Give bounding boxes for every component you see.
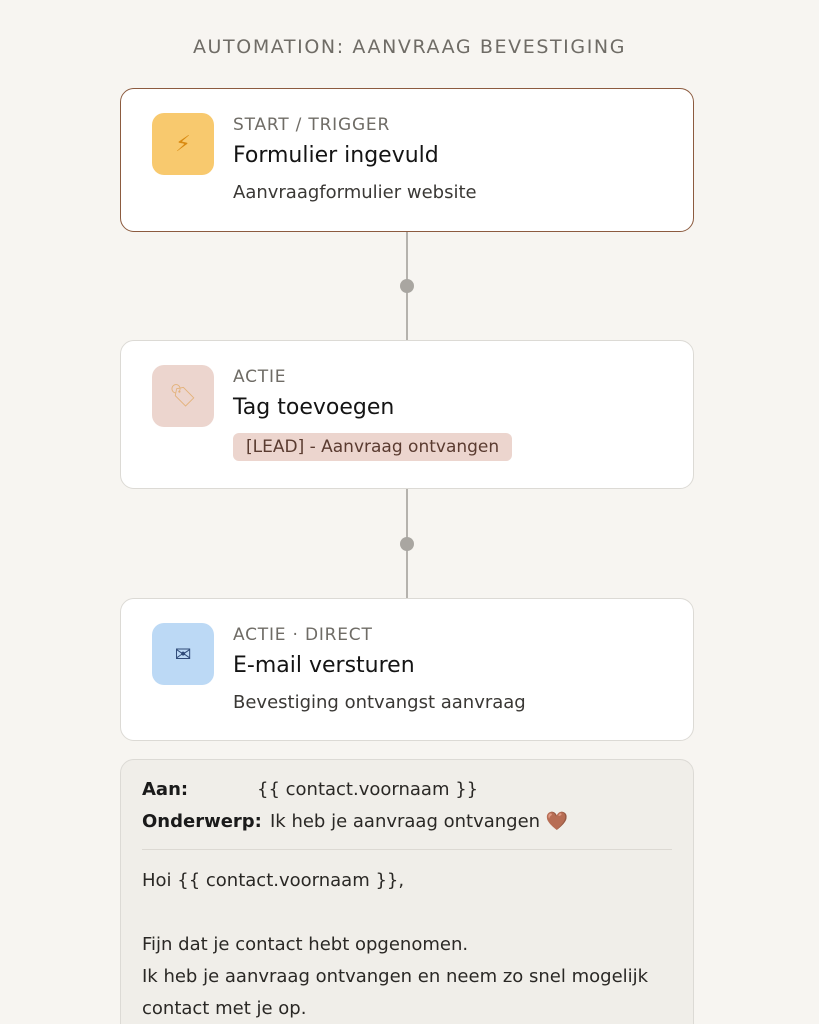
email-body-line-2: Ik heb je aanvraag ontvangen en neem zo …: [142, 966, 649, 987]
email-body-line-3: contact met je op.: [142, 998, 307, 1019]
email-preview: Aan: {{ contact.voornaam }} Onderwerp: Ik …: [120, 759, 694, 1024]
tag-action-card[interactable]: 🏷 ACTIE Tag toevoegen [LEAD] - Aanvraag …: [120, 340, 694, 489]
add-step-dot[interactable]: [400, 279, 414, 293]
email-action-kicker: ACTIE · DIRECT: [233, 625, 373, 645]
lightning-glyph: ⚡: [175, 131, 191, 157]
brown-heart-icon: 🤎: [545, 811, 569, 832]
trigger-kicker: START / TRIGGER: [233, 115, 391, 135]
tag-action-kicker: ACTIE: [233, 367, 287, 387]
email-action-detail: Bevestiging ontvangst aanvraag: [233, 692, 526, 713]
email-body-line-1: Fijn dat je contact hebt opgenomen.: [142, 934, 469, 955]
email-action-heading: E-mail versturen: [233, 653, 415, 678]
email-to-row: Aan: {{ contact.voornaam }}: [142, 779, 478, 800]
email-to-value: {{ contact.voornaam }}: [257, 779, 479, 800]
email-subject-row: Onderwerp: Ik heb je aanvraag ontvangen 🤎: [142, 811, 568, 832]
trigger-card[interactable]: ⚡ START / TRIGGER Formulier ingevuld Aan…: [120, 88, 694, 232]
email-subject-label: Onderwerp:: [142, 811, 262, 832]
automation-title: AUTOMATION: AANVRAAG BEVESTIGING: [192, 36, 627, 58]
email-action-card[interactable]: ✉ ACTIE · DIRECT E-mail versturen Bevest…: [120, 598, 694, 741]
email-subject-value: Ik heb je aanvraag ontvangen: [270, 811, 541, 832]
envelope-glyph: ✉: [174, 642, 192, 666]
tag-icon: 🏷: [152, 365, 214, 427]
add-step-dot[interactable]: [400, 537, 414, 551]
email-divider: [142, 849, 672, 850]
tag-action-heading: Tag toevoegen: [233, 395, 395, 420]
lightning-icon: ⚡: [152, 113, 214, 175]
email-greeting: Hoi {{ contact.voornaam }},: [142, 870, 405, 891]
tag-glyph: 🏷: [169, 383, 197, 409]
envelope-icon: ✉: [152, 623, 214, 685]
email-to-label: Aan:: [142, 779, 189, 800]
trigger-heading: Formulier ingevuld: [233, 143, 439, 168]
trigger-detail: Aanvraagformulier website: [233, 182, 477, 203]
lead-tag-badge: [LEAD] - Aanvraag ontvangen: [233, 433, 513, 461]
